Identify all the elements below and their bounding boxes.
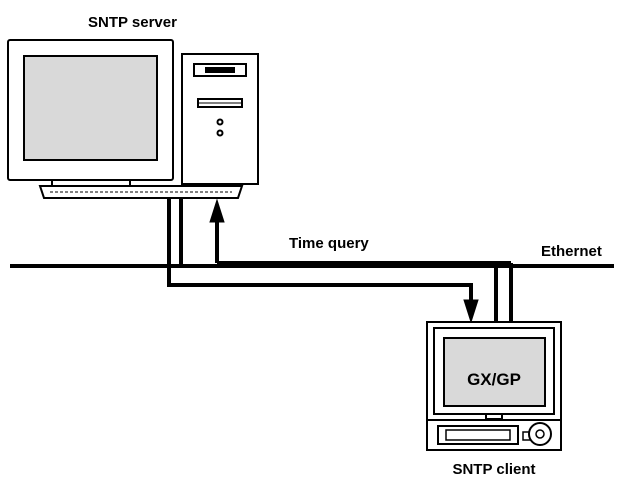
desktop-computer-icon xyxy=(7,39,259,199)
server-label: SNTP server xyxy=(88,14,177,31)
time-response-arrow xyxy=(167,198,479,324)
client-label: SNTP client xyxy=(452,461,535,478)
recorder-device-icon xyxy=(426,321,562,451)
time-query-label: Time query xyxy=(289,235,369,252)
device-model-label: GX/GP xyxy=(467,370,521,389)
ethernet-label: Ethernet xyxy=(541,243,602,260)
time-query-arrow xyxy=(209,198,513,322)
